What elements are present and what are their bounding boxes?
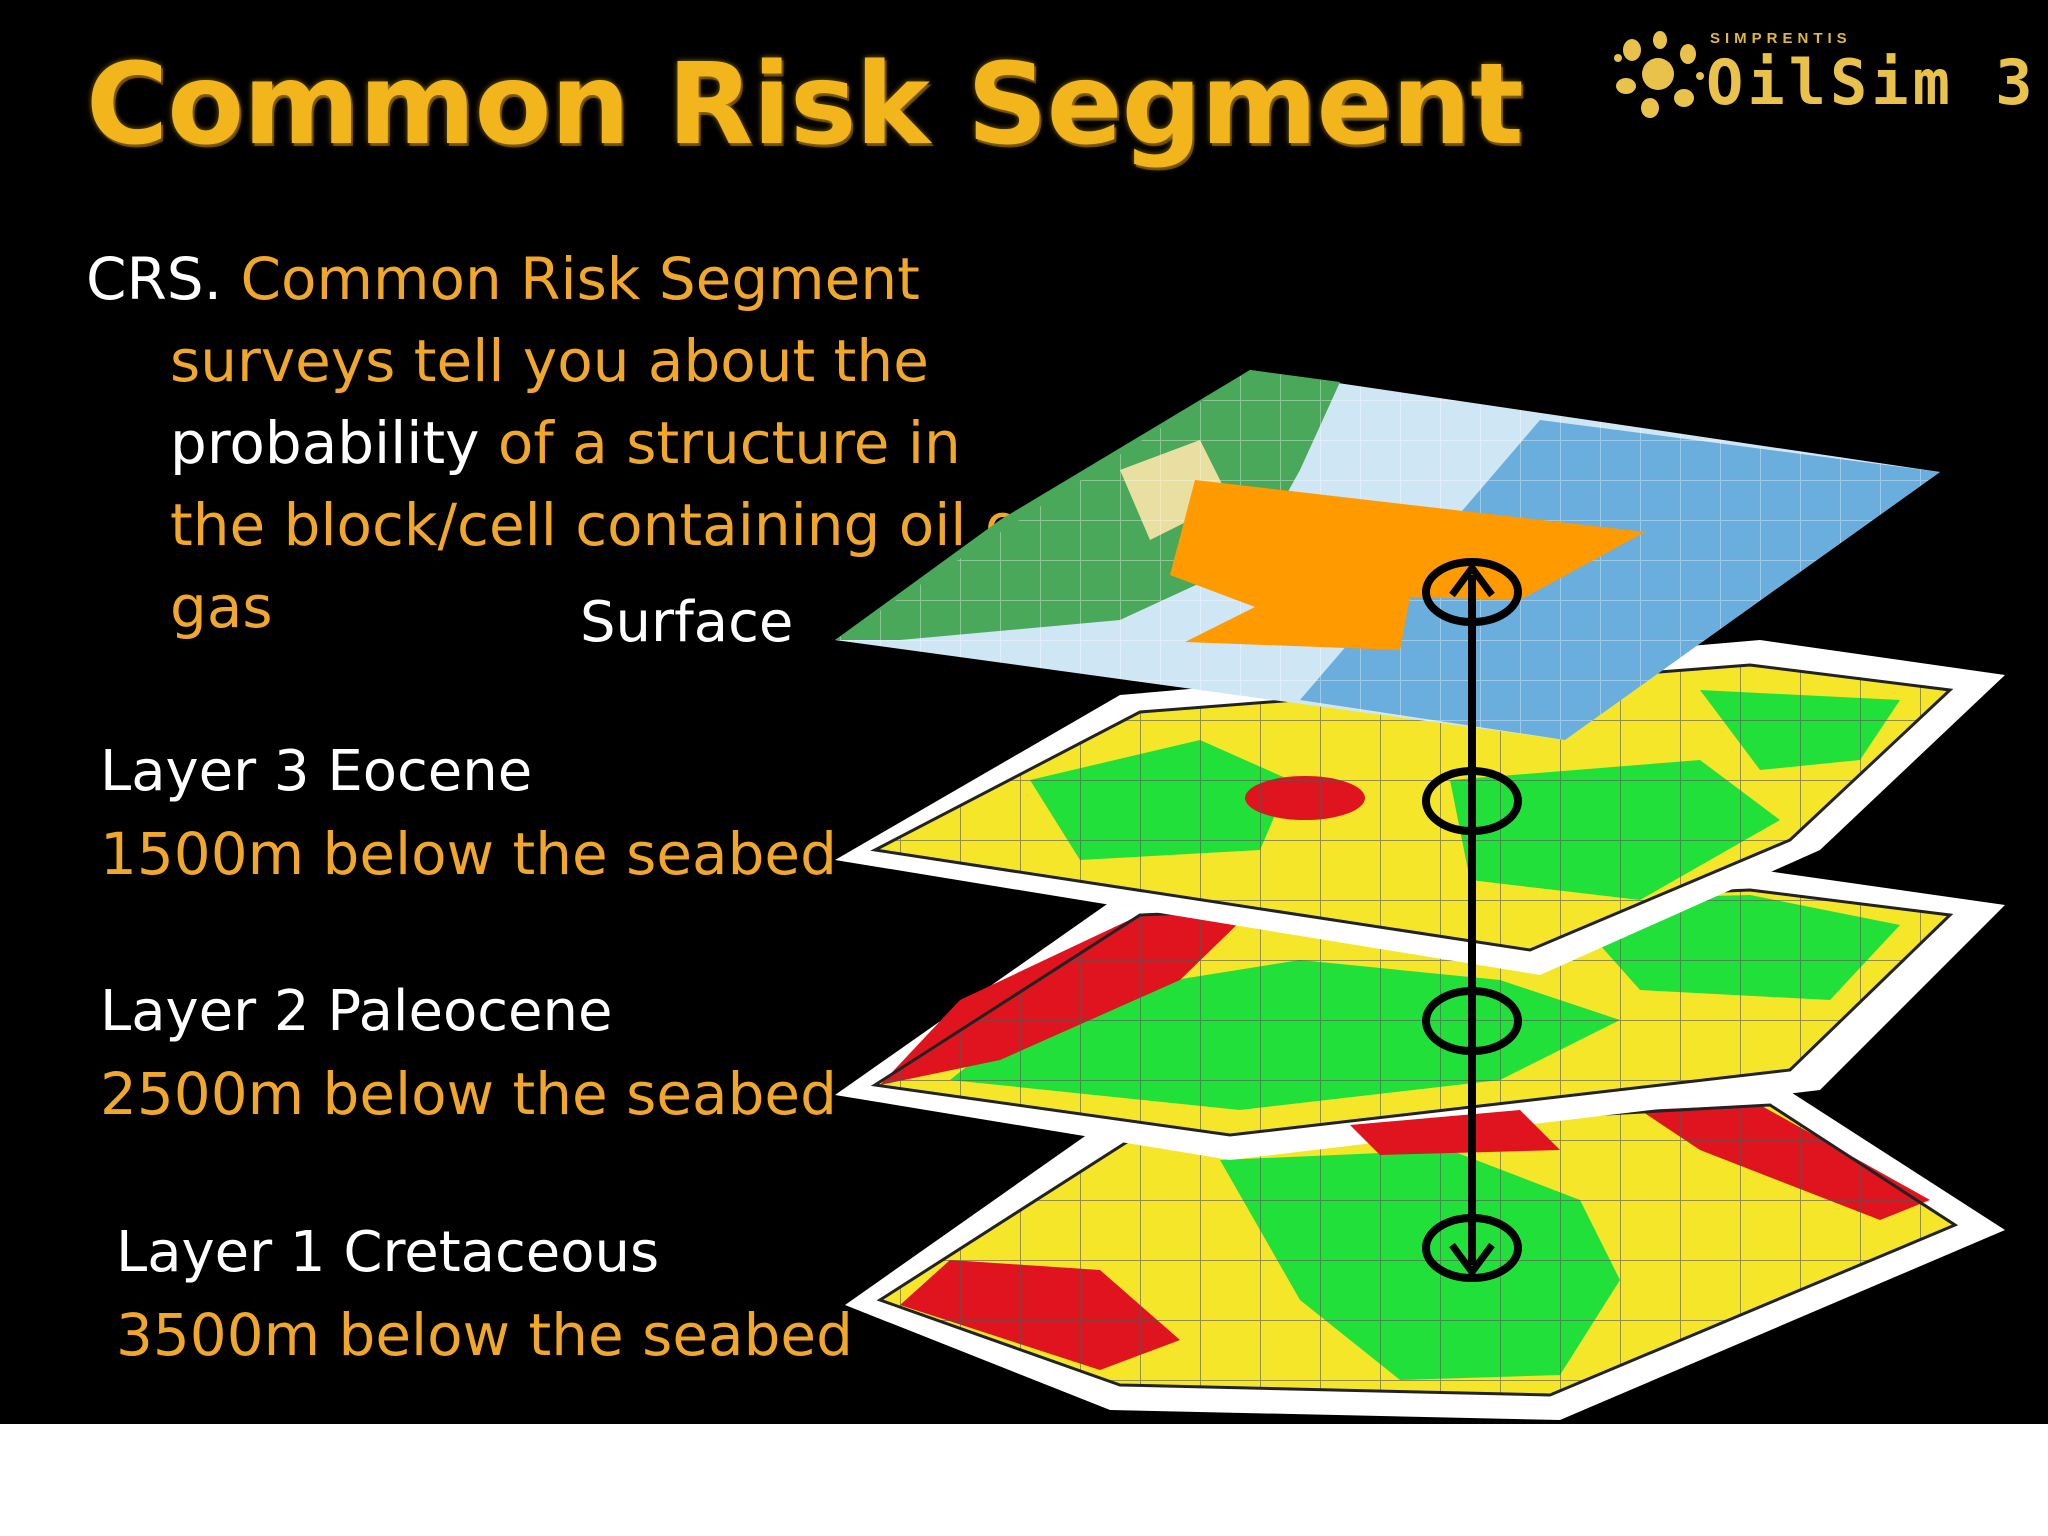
well-arrow [1422,558,1522,1282]
starburst-logo-icon [1614,31,1704,118]
logo-name: OilSim 3 [1706,46,2037,119]
layer-2-depth: 2500m below the seabed [100,1060,837,1128]
layer-1-name: Layer 1 Cretaceous [116,1220,660,1285]
crs-prefix: CRS. [86,245,241,313]
layer-2-name: Layer 2 Paleocene [100,979,613,1044]
slide-title: Common Risk Segment [86,40,1524,170]
layer-1-depth: 3500m below the seabed [116,1301,853,1369]
surface-label: Surface [580,590,794,655]
crs-highlight: probability [170,409,480,477]
oilsim-logo: SIMPRENTIS OilSim 3 [1610,18,2033,128]
marker-layer-2 [1422,987,1522,1055]
marker-layer-1 [1422,1214,1522,1282]
crs-description: CRS. Common Risk Segment surveys tell yo… [86,238,1070,648]
layer-2-map [835,870,2005,1160]
page-footer-blank [0,1424,2048,1536]
slide: Common Risk Segment SIMPRENTIS OilSim 3 … [0,0,2048,1424]
layer-3-caption: Layer 3 Eocene 1500m below the seabed [100,731,837,895]
surface-map [835,370,1940,740]
crs-part1: Common Risk Segment surveys tell you abo… [170,245,929,395]
crs-part2: of a structure in the block/cell contain… [170,409,1045,641]
logo-small-text: SIMPRENTIS [1710,30,1852,47]
layer-stack-diagram [835,370,2005,1420]
highlighted-block [1170,480,1645,650]
layer-1-caption: Layer 1 Cretaceous 3500m below the seabe… [116,1212,853,1376]
layer-3-depth: 1500m below the seabed [100,820,837,888]
layer-2-caption: Layer 2 Paleocene 2500m below the seabed [100,971,837,1135]
marker-surface [1422,558,1522,626]
marker-layer-3 [1422,767,1522,835]
layer-3-map [835,640,2005,975]
layer-3-name: Layer 3 Eocene [100,739,533,804]
